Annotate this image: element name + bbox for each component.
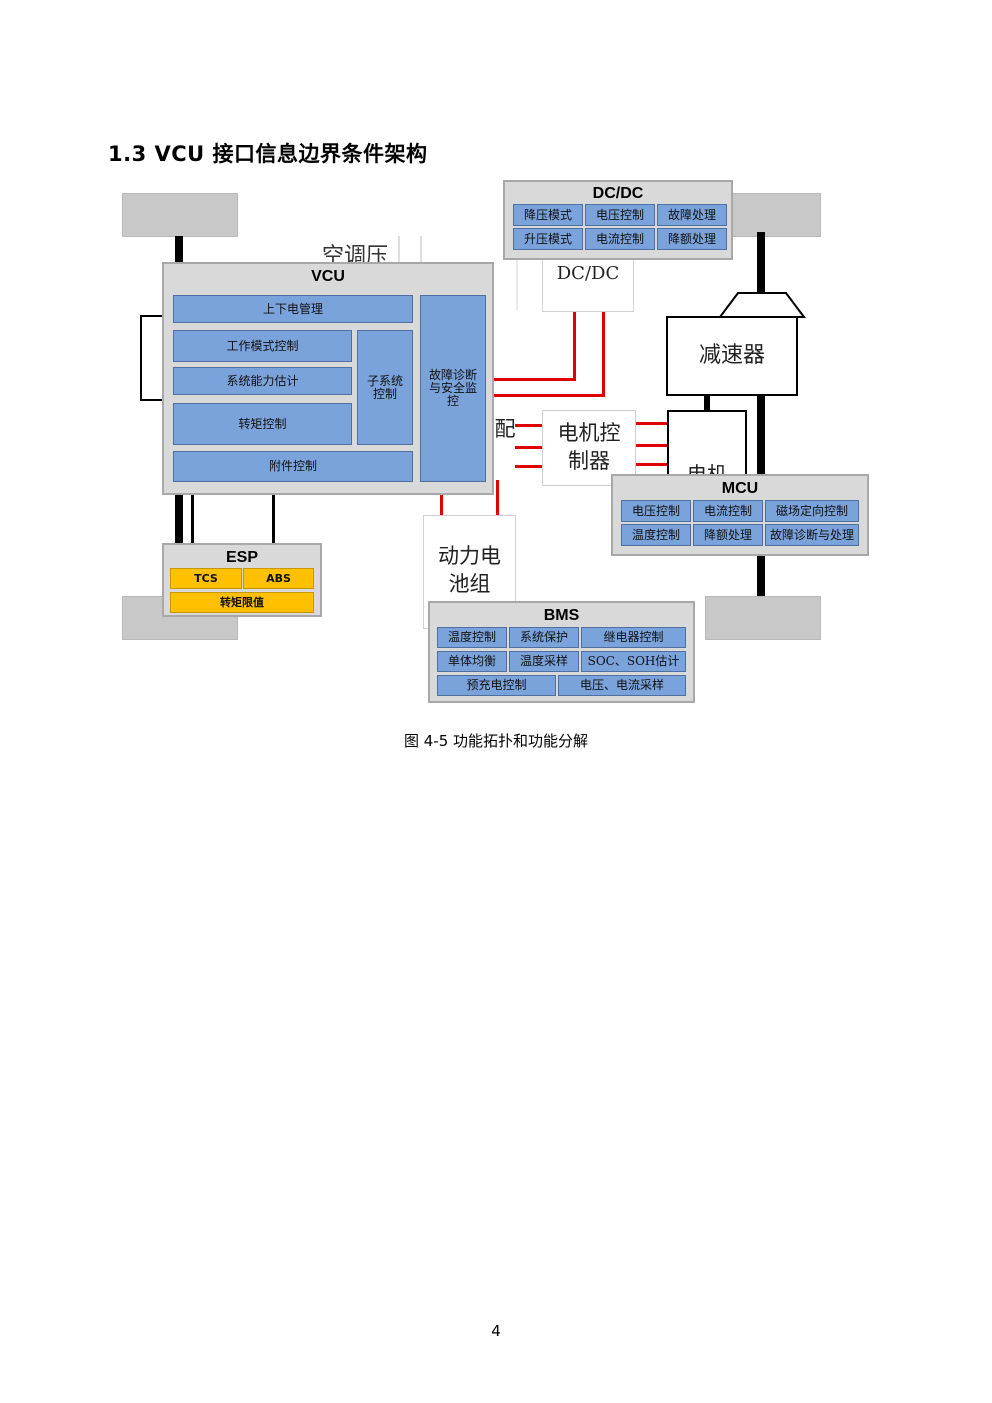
dcdc-cell: 电压控制 — [585, 204, 655, 226]
mcu-panel-title: MCU — [721, 480, 759, 497]
vcu-work-mode: 工作模式控制 — [173, 330, 352, 362]
bms-cell: 温度采样 — [509, 651, 579, 672]
left-differential — [140, 315, 166, 401]
vcu-accessory: 附件控制 — [173, 451, 413, 482]
esp-tcs: TCS — [170, 568, 242, 589]
mcu-cell: 电压控制 — [621, 500, 691, 522]
aircon-label: 空调压 — [310, 242, 400, 264]
aircon-border-2 — [420, 236, 422, 264]
partial-label: 配 — [494, 417, 516, 441]
esp-link-1 — [191, 495, 194, 545]
mcu-cell: 故障诊断与处理 — [765, 524, 859, 546]
dcdc-panel-title: DC/DC — [592, 185, 644, 202]
signal-line — [440, 495, 443, 515]
dcdc-cell: 故障处理 — [657, 204, 727, 226]
bms-cell: 温度控制 — [437, 627, 507, 648]
right-axle — [757, 232, 765, 596]
signal-line — [494, 378, 576, 381]
vcu-subsystem: 子系统控制 — [357, 330, 413, 445]
mcu-cell: 磁场定向控制 — [765, 500, 859, 522]
mcu-cell: 电流控制 — [693, 500, 763, 522]
esp-panel: ESP TCS ABS 转矩限值 — [162, 543, 322, 617]
signal-line — [515, 424, 543, 427]
vcu-capability: 系统能力估计 — [173, 367, 352, 395]
bms-cell: 单体均衡 — [437, 651, 507, 672]
bms-cell: 继电器控制 — [581, 627, 686, 648]
esp-torque-limit: 转矩限值 — [170, 592, 314, 613]
reducer-top-shape — [718, 292, 806, 318]
dcdc-cell: 电流控制 — [585, 228, 655, 250]
signal-line — [636, 463, 667, 466]
bms-panel-title: BMS — [543, 607, 580, 624]
vcu-torque: 转矩控制 — [173, 403, 352, 445]
bms-cell: 预充电控制 — [437, 675, 556, 696]
vcu-power-mgmt: 上下电管理 — [173, 295, 413, 323]
signal-line — [636, 422, 667, 425]
esp-link-2 — [272, 495, 275, 545]
signal-line — [602, 312, 605, 396]
bms-cell: 电压、电流采样 — [558, 675, 686, 696]
mcu-cell: 温度控制 — [621, 524, 691, 546]
dcdc-cell: 升压模式 — [513, 228, 583, 250]
wheel-rear-right — [705, 596, 821, 640]
esp-panel-title: ESP — [225, 549, 258, 566]
bms-cell: 系统保护 — [509, 627, 579, 648]
signal-line — [515, 446, 543, 449]
signal-line — [515, 465, 543, 468]
section-heading: 1.3 VCU 接口信息边界条件架构 — [108, 142, 428, 166]
mcu-cell: 降额处理 — [693, 524, 763, 546]
dcdc-panel: DC/DC 降压模式 电压控制 故障处理 升压模式 电流控制 降额处理 — [503, 180, 733, 260]
esp-abs: ABS — [243, 568, 314, 589]
signal-line — [496, 480, 499, 515]
aircon-border — [398, 236, 400, 264]
signal-line — [573, 312, 576, 380]
bms-cell: SOC、SOH估计 — [581, 651, 686, 672]
signal-line — [636, 444, 667, 447]
figure-caption: 图 4-5 功能拓扑和功能分解 — [403, 732, 589, 750]
reducer-box: 减速器 — [666, 316, 798, 396]
vcu-panel-title: VCU — [311, 268, 345, 285]
wheel-front-left — [122, 193, 238, 237]
motor-box: 电机 — [667, 410, 747, 476]
page-number: 4 — [491, 1322, 501, 1340]
vcu-diagnosis: 故障诊断与安全监控 — [420, 295, 486, 482]
signal-line — [494, 394, 605, 397]
motor-shaft — [704, 395, 710, 413]
dcdc-cell: 降压模式 — [513, 204, 583, 226]
mcu-panel: MCU 电压控制 电流控制 磁场定向控制 温度控制 降额处理 故障诊断与处理 — [611, 474, 869, 556]
faint-line — [516, 258, 518, 310]
dcdc-cell: 降额处理 — [657, 228, 727, 250]
vcu-panel: VCU 上下电管理 工作模式控制 系统能力估计 转矩控制 子系统控制 故障诊断与… — [162, 262, 494, 495]
dcdc-box: DC/DC — [542, 258, 634, 312]
motor-controller-box: 电机控制器 — [542, 410, 636, 486]
bms-panel: BMS 温度控制 系统保护 继电器控制 单体均衡 温度采样 SOC、SOH估计 … — [428, 601, 695, 703]
